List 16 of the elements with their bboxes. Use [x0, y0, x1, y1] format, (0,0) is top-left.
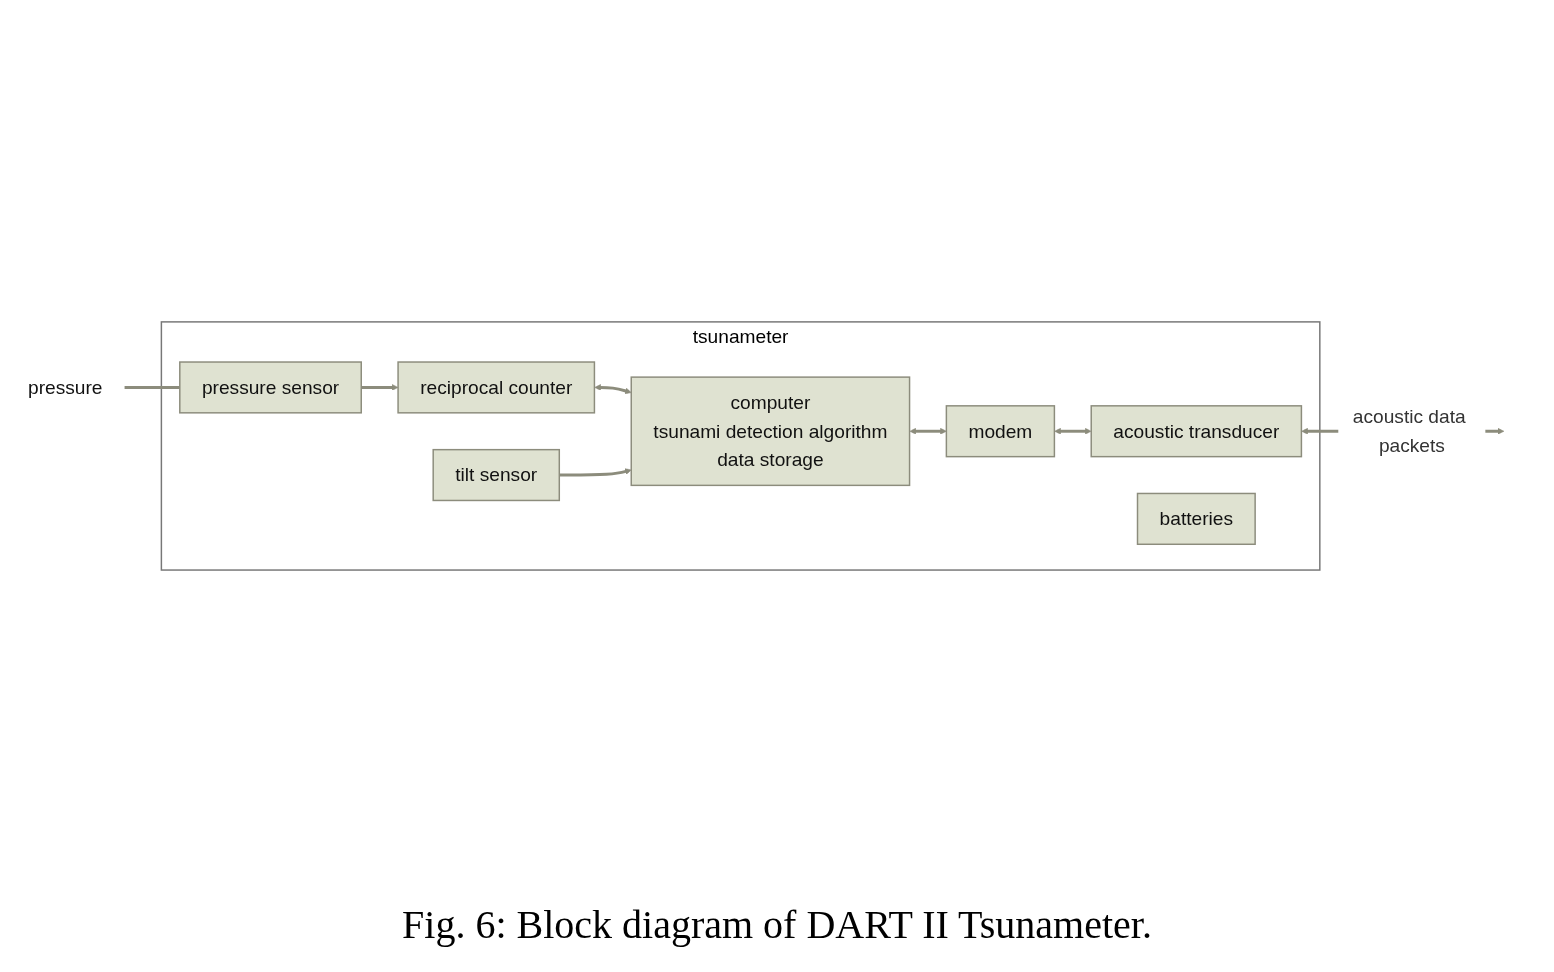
node-box: modem [945, 404, 1056, 457]
edge-label: acoustic data packets [1352, 405, 1466, 456]
arrow [909, 427, 947, 434]
node-box: acoustic transducer [1090, 404, 1303, 457]
connector [124, 385, 180, 389]
node-box: batteries [1136, 492, 1256, 545]
arrow [1054, 427, 1092, 434]
arrow [559, 467, 632, 477]
arrow [594, 383, 632, 394]
arrow [361, 383, 399, 391]
node-box: pressure sensor [179, 360, 362, 414]
node-box: tilt sensor [432, 448, 561, 501]
figure-caption: Fig. 6: Block diagram of DART II Tsunameter. [402, 901, 1152, 949]
node-box: reciprocal counter [397, 360, 596, 414]
node-text: pressure [27, 375, 103, 398]
node-box: computer tsunami detection algorithm data storage [630, 375, 911, 486]
